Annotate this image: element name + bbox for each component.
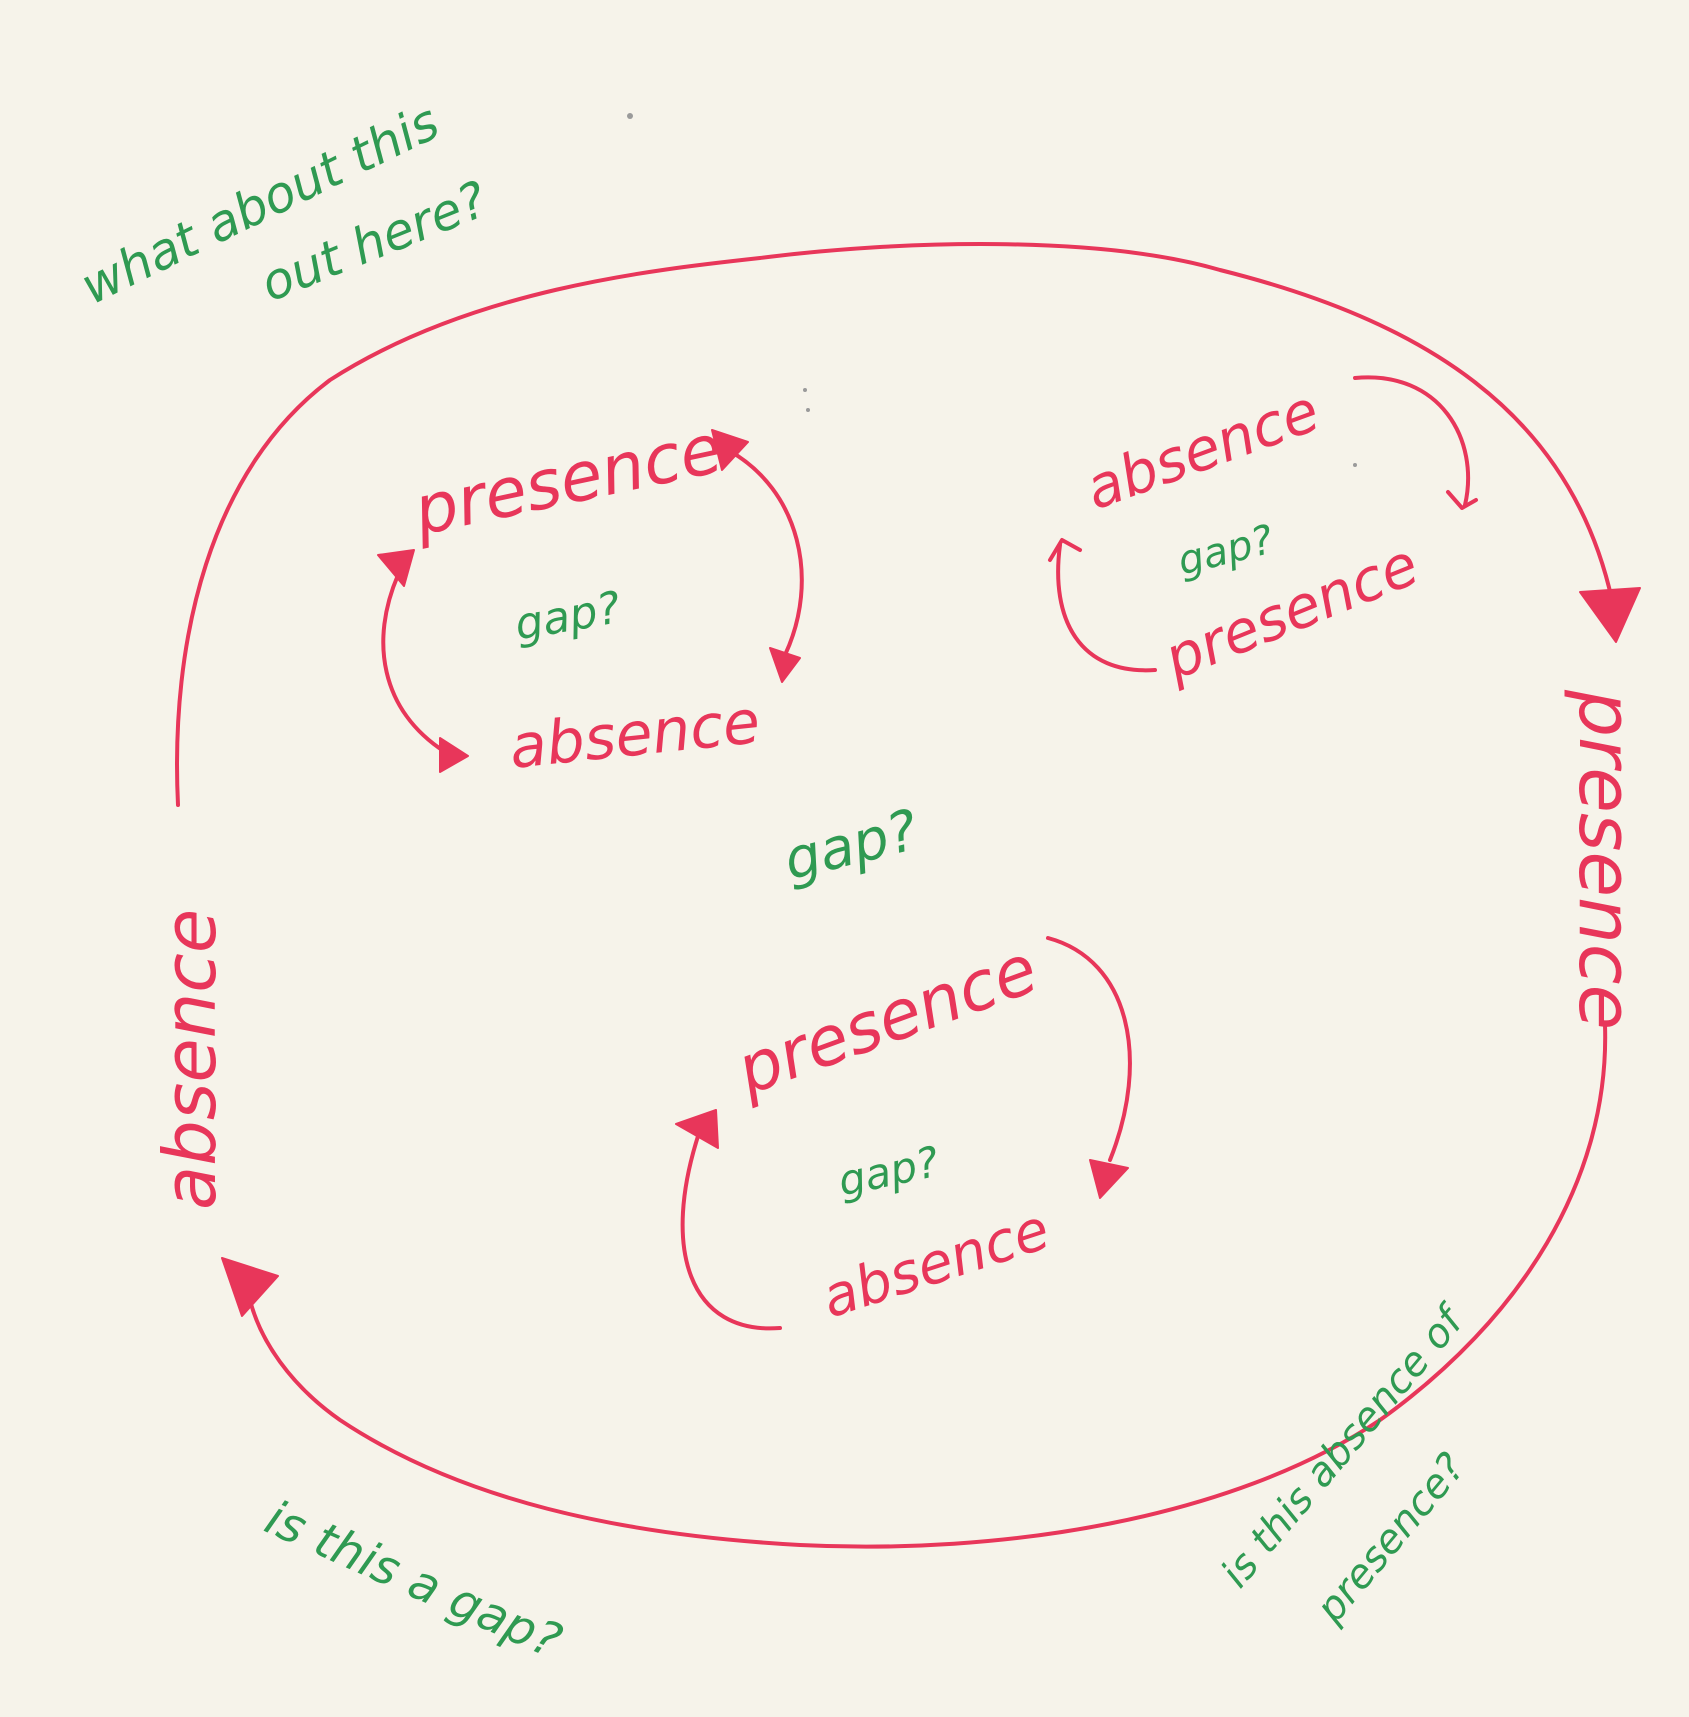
loop-tr-gap-note: gap? — [1173, 517, 1278, 585]
paper-speck — [1353, 463, 1357, 467]
loop-tr-arrowhead-left — [1048, 538, 1082, 562]
loop-tr-top-label: absence — [1077, 376, 1328, 523]
loop-tr-arrowhead-right — [1446, 490, 1478, 510]
paper-speck — [806, 408, 810, 412]
outer-arrowhead-left — [221, 1257, 279, 1317]
loop-b-bottom-label: absence — [814, 1197, 1057, 1331]
bottom-left-note: is this a gap? — [257, 1490, 569, 1670]
loop-tl-bottom-label: absence — [506, 687, 763, 783]
loop-b-arrowhead-right — [1089, 1159, 1129, 1199]
loop-tl-gap-note: gap? — [511, 582, 624, 651]
paper-speck — [627, 113, 633, 119]
loop-tl-left-arc — [381, 573, 447, 754]
loop-tl-right-arc — [726, 448, 804, 657]
bottom-right-note-line1: is this absence of — [1212, 1295, 1475, 1596]
loop-b-top-label: presence — [726, 930, 1048, 1111]
loop-b-gap-note: gap? — [834, 1137, 943, 1206]
loop-tl-arrowhead-left-bottom — [439, 737, 469, 773]
outer-arc-top — [175, 242, 1614, 807]
center-gap-note: gap? — [778, 798, 925, 894]
loop-b-right-arc — [1046, 936, 1132, 1162]
loop-b-arrowhead-left — [675, 1109, 719, 1149]
paper-speck — [803, 388, 807, 392]
loop-tl-arrowhead-right-bottom — [769, 647, 801, 683]
loop-tr-right-arc — [1353, 375, 1471, 507]
outer-right-label: presence — [1562, 689, 1648, 1030]
outer-left-label: absence — [148, 909, 232, 1210]
loop-tr-left-arc — [1056, 543, 1157, 673]
loop-tl-arrowhead-left-top — [377, 549, 415, 587]
outer-arrowhead-right — [1579, 587, 1641, 643]
loop-b-left-arc — [680, 1128, 782, 1331]
loop-tl-arrowhead-top — [711, 429, 749, 471]
outer-arc-bottom — [248, 1023, 1608, 1549]
loop-tl-top-label: presence — [406, 409, 729, 551]
